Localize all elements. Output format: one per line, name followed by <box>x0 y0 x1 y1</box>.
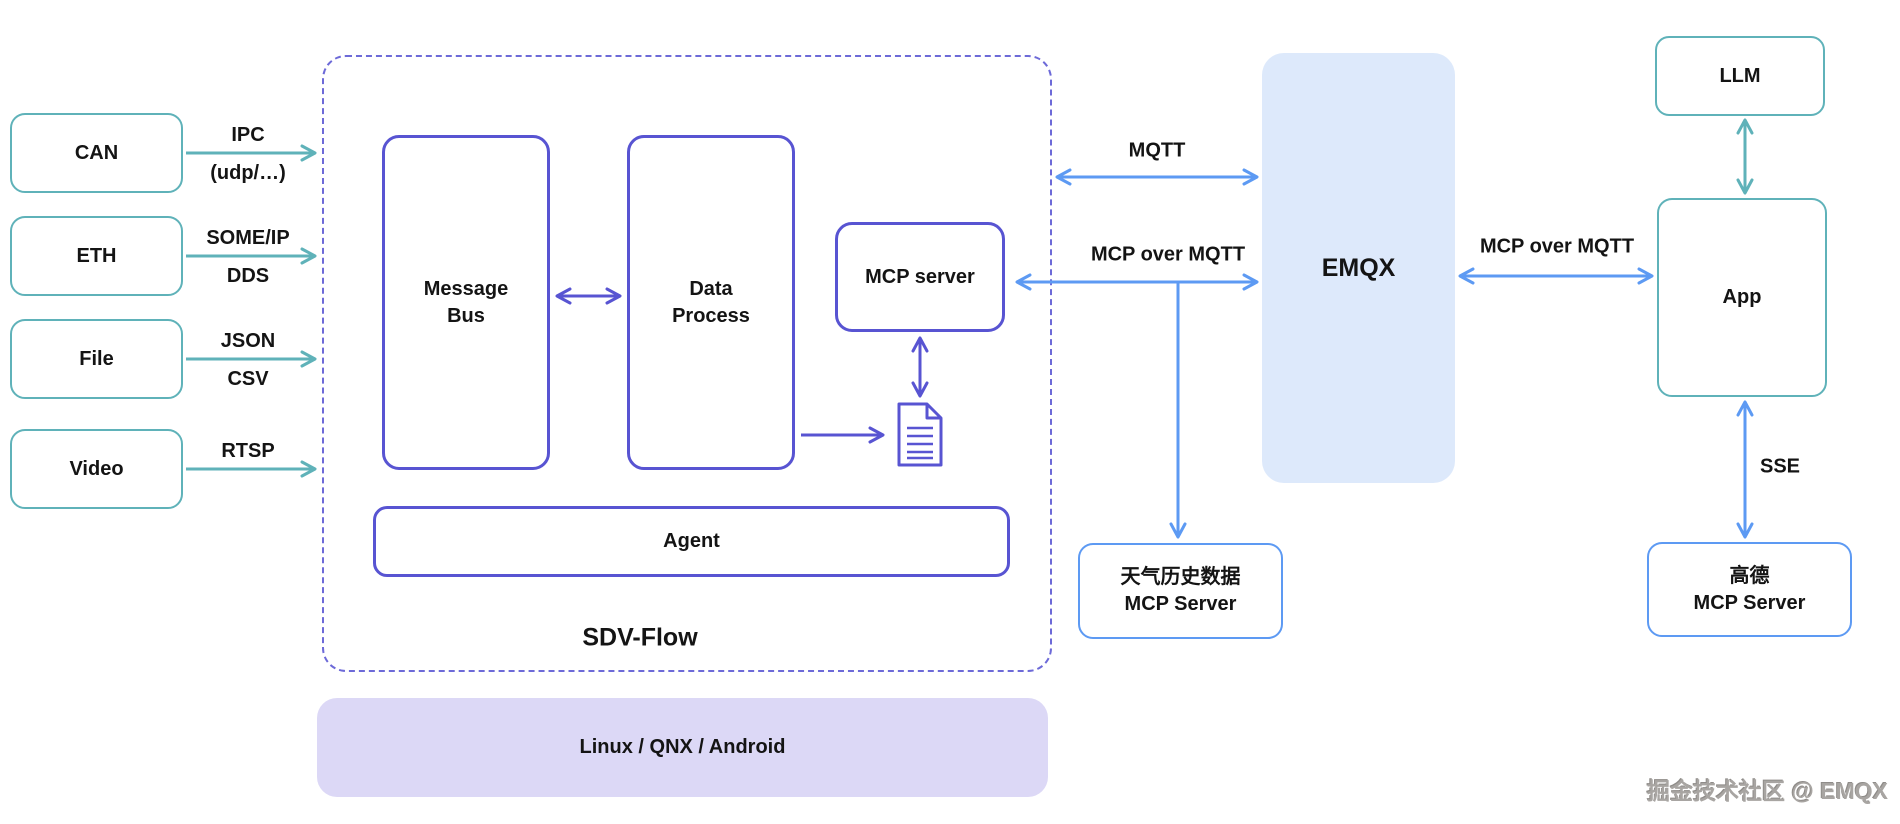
amap-mcp-server-line1: 高德 <box>1729 564 1770 587</box>
llm-label: LLM <box>1719 64 1761 87</box>
protocol-line: JSON <box>220 330 276 352</box>
message-bus-label-line2: Bus <box>447 304 485 327</box>
data-process-label-line1: Data <box>689 277 733 300</box>
app-label: App <box>1722 286 1762 308</box>
video-label: Video <box>69 457 124 480</box>
weather-mcp-server-line1: 天气历史数据 <box>1120 566 1241 588</box>
protocol-line: CSV <box>227 368 269 390</box>
eth-protocol-label: SOME/IP DDS <box>163 223 333 291</box>
protocol-line: DDS <box>226 265 270 287</box>
can-label: CAN <box>74 141 119 164</box>
mcp-over-mqtt-right-edge-label: MCP over MQTT <box>1479 235 1635 258</box>
sdv-flow-title: SDV-Flow <box>582 623 698 652</box>
protocol-line: RTSP <box>221 440 275 462</box>
llm-box: LLM <box>1655 36 1825 116</box>
file-box: File <box>10 319 183 399</box>
file-label: File <box>79 347 114 370</box>
source-arrows <box>186 118 1754 478</box>
eth-label: ETH <box>76 244 117 267</box>
agent-label: Agent <box>663 530 720 552</box>
mcp-server-box: MCP server <box>835 222 1005 332</box>
internal-arrows <box>555 287 929 444</box>
message-bus-label-line1: Message <box>423 277 509 300</box>
can-box: CAN <box>10 113 183 193</box>
weather-mcp-server-line2: MCP Server <box>1124 593 1237 615</box>
sse-edge-label: SSE <box>1760 455 1801 478</box>
video-box: Video <box>10 429 183 509</box>
platform-bar: Linux / QNX / Android <box>317 698 1048 797</box>
protocol-line: SOME/IP <box>206 227 290 249</box>
eth-box: ETH <box>10 216 183 296</box>
protocol-line: (udp/…) <box>210 162 286 184</box>
agent-box: Agent <box>373 506 1010 577</box>
amap-mcp-server-line2: MCP Server <box>1693 591 1806 614</box>
message-bus-box: Message Bus <box>382 135 550 470</box>
mqtt-edge-label: MQTT <box>1128 139 1186 162</box>
app-box: App <box>1657 198 1827 397</box>
emqx-box: EMQX <box>1262 53 1455 483</box>
file-protocol-label: JSON CSV <box>163 326 333 394</box>
document-icon <box>897 402 943 467</box>
video-protocol-label: RTSP <box>163 436 333 474</box>
mqtt-arrows <box>1015 168 1754 539</box>
platform-label: Linux / QNX / Android <box>579 736 786 758</box>
data-process-label-line2: Process <box>672 304 750 327</box>
weather-mcp-server-box: 天气历史数据 MCP Server <box>1078 543 1283 639</box>
amap-mcp-server-box: 高德 MCP Server <box>1647 542 1852 637</box>
can-protocol-label: IPC (udp/…) <box>163 120 333 188</box>
mcp-over-mqtt-left-edge-label: MCP over MQTT <box>1090 243 1246 266</box>
data-process-box: Data Process <box>627 135 795 470</box>
mcp-server-label: MCP server <box>865 265 975 288</box>
emqx-label: EMQX <box>1321 253 1396 282</box>
protocol-line: IPC <box>231 124 265 146</box>
watermark: 掘金技术社区 @ EMQX <box>1647 778 1888 804</box>
sdv-flow-container <box>322 55 1052 672</box>
